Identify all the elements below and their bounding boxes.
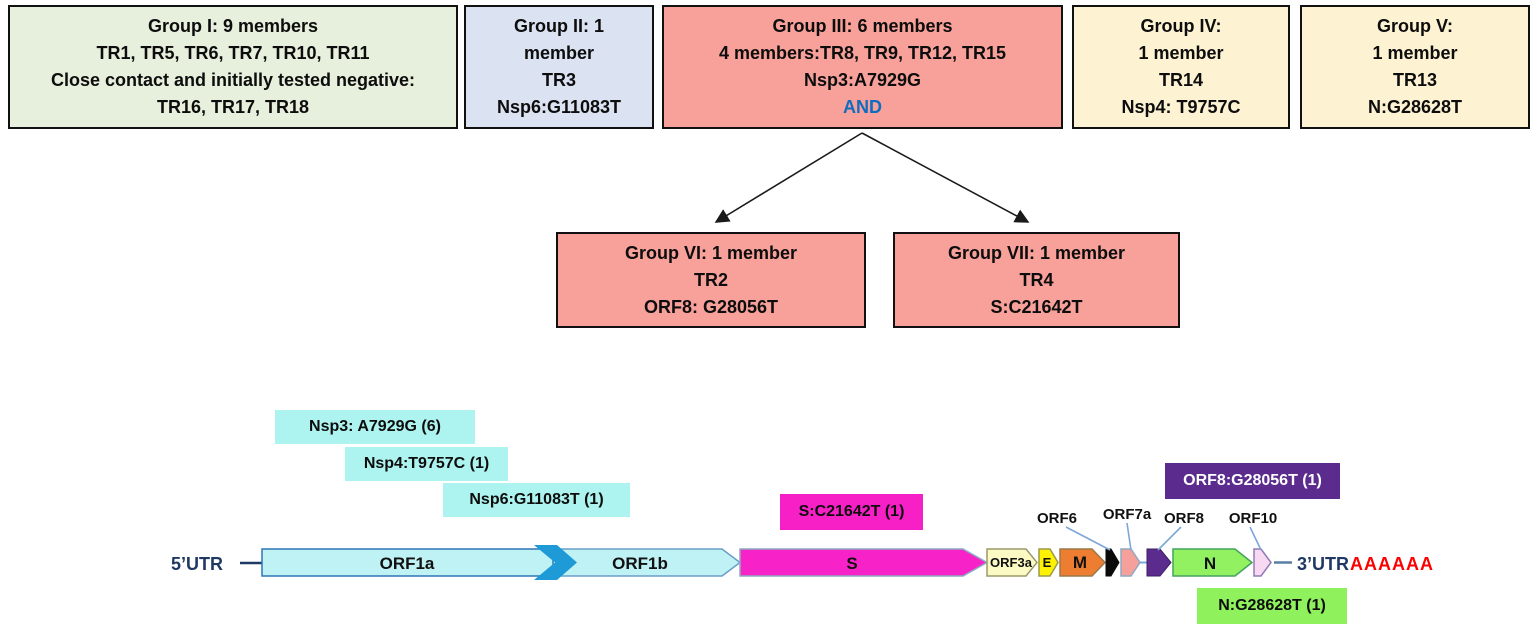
segment-orf1a [261,548,554,577]
group-ii-line3: TR3 [541,70,576,90]
group-box-i: Group I: 9 members TR1, TR5, TR6, TR7, T… [8,5,458,129]
e-label: E [1043,555,1052,570]
utr5-label: 5’UTR [171,554,223,574]
group-ii-title: Group II: 1 [514,16,604,36]
arrow-group3-to-group7 [861,132,1030,223]
segment-e [1038,548,1059,577]
group-vii-line3: S:C21642T [990,296,1083,317]
segment-n [1172,548,1254,577]
group-i-title: Group I: 9 members [147,16,319,36]
group-box-vii: Group VII: 1 member TR4 S:C21642T [893,232,1180,328]
orf10-leader-line [1249,526,1262,551]
group-iv-title: Group IV: [1140,16,1222,36]
segment-orf10 [1253,548,1272,577]
group-iv-line2: 1 member [1138,43,1224,63]
group-iii-title: Group III: 6 members [772,16,953,36]
mutation-label-orf8: ORF8:G28056T (1) [1165,463,1340,499]
utr3-label: 3’UTR [1297,554,1349,574]
group-box-ii: Group II: 1 member TR3 Nsp6:G11083T [464,5,654,129]
frameshift-chevron-icon [534,545,577,580]
segment-s [739,548,989,577]
group-vi-title: Group VI: 1 member [624,242,798,263]
group-v-line4: N:G28628T [1367,97,1463,117]
group-v-line2: 1 member [1372,43,1458,63]
segment-orf6 [1105,548,1120,577]
group-iii-line2: 4 members:TR8, TR9, TR12, TR15 [718,43,1007,63]
segment-orf8 [1146,548,1172,577]
m-label: M [1073,553,1087,572]
group-box-iii: Group III: 6 members 4 members:TR8, TR9,… [662,5,1063,129]
orf7a-label: ORF7a [1103,506,1152,523]
group-iii-line3: Nsp3:A7929G [803,70,922,90]
group-box-v: Group V: 1 member TR13 N:G28628T [1300,5,1530,129]
group-iv-line4: Nsp4: T9757C [1121,97,1241,117]
orf3a-label: ORF3a [990,555,1033,570]
group-vii-line2: TR4 [1019,269,1054,290]
group-iii-and-label: AND [843,97,882,117]
group-vi-line2: TR2 [693,269,728,290]
group-ii-line4: Nsp6:G11083T [496,97,622,117]
segment-orf7a [1120,548,1141,577]
group-box-vi: Group VI: 1 member TR2 ORF8: G28056T [556,232,866,328]
group-ii-line2: member [523,43,595,63]
orf7a-leader-line [1126,522,1132,551]
group-i-line3: Close contact and initially tested negat… [50,70,416,90]
group-i-line4: TR16, TR17, TR18 [156,97,310,117]
group-iv-line3: TR14 [1158,70,1203,90]
group-i-line2: TR1, TR5, TR6, TR7, TR10, TR11 [96,43,370,63]
orf1b-label: ORF1b [612,554,668,573]
poly-a-label: AAAAAA [1350,554,1434,574]
mutation-label-nsp6: Nsp6:G11083T (1) [443,483,630,517]
segment-orf3a [986,548,1038,577]
n-label: N [1204,554,1216,573]
mutation-label-nsp3: Nsp3: A7929G (6) [275,410,475,444]
mutation-label-nsp4: Nsp4:T9757C (1) [345,447,508,481]
orf6-label: ORF6 [1037,510,1077,527]
mutation-label-n: N:G28628T (1) [1197,588,1347,624]
orf8-leader-line [1157,526,1182,551]
s-label: S [846,554,857,573]
mutation-label-s: S:C21642T (1) [780,494,923,530]
segment-m [1059,548,1107,577]
group-vii-title: Group VII: 1 member [947,242,1126,263]
group-vi-line3: ORF8: G28056T [643,296,779,317]
orf6-leader-line [1065,526,1111,551]
arrow-group3-to-group6 [714,132,863,223]
group-box-iv: Group IV: 1 member TR14 Nsp4: T9757C [1072,5,1290,129]
segment-orf1b [555,548,742,577]
orf10-label: ORF10 [1229,510,1277,527]
group-v-title: Group V: [1377,16,1453,36]
orf1a-label: ORF1a [380,554,435,573]
orf8-label: ORF8 [1164,510,1204,527]
group-v-line3: TR13 [1392,70,1437,90]
